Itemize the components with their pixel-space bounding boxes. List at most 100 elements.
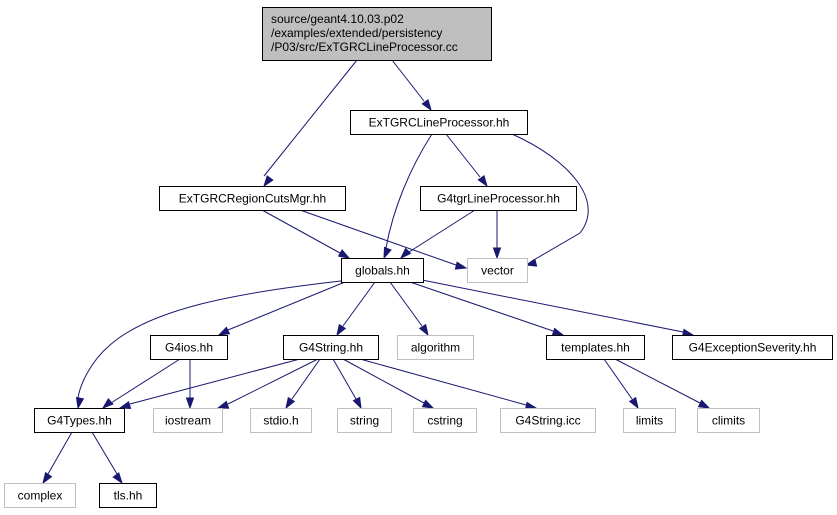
node-g4tgrlineprocessor-hh[interactable]: G4tgrLineProcessor.hh xyxy=(420,186,577,211)
node-box xyxy=(467,258,528,283)
node-box xyxy=(397,335,474,360)
arrowhead-icon xyxy=(216,400,230,409)
arrowhead-icon xyxy=(628,396,639,410)
node-box xyxy=(283,335,379,360)
edge-line xyxy=(385,133,433,249)
edge-line xyxy=(511,133,589,262)
edge-line xyxy=(409,281,554,332)
edge-G4String_hh-to-G4Types_hh xyxy=(118,358,301,410)
edge-G4ios_hh-to-iostream xyxy=(185,359,195,410)
edge-line xyxy=(445,133,481,178)
edges-layer xyxy=(42,59,711,485)
node-label: climits xyxy=(712,414,745,428)
node-box xyxy=(337,408,392,433)
node-box xyxy=(413,408,477,433)
node-g4exceptionseverity-hh[interactable]: G4ExceptionSeverity.hh xyxy=(672,335,833,360)
arrowhead-icon xyxy=(217,326,231,336)
arrowhead-icon xyxy=(418,323,429,337)
node-label: tls.hh xyxy=(114,489,143,503)
edge-globals_hh-to-G4ExceptionSeverity_hh xyxy=(421,279,695,337)
root-node-label-line: /P03/src/ExTGRCLineProcessor.cc xyxy=(271,40,458,54)
edge-G4String_hh-to-string xyxy=(332,358,362,410)
edge-line xyxy=(389,281,423,327)
node-vector: vector xyxy=(467,258,528,283)
node-box xyxy=(672,335,833,360)
edge-G4tgrLineProcessor_hh-to-globals_hh xyxy=(399,209,476,260)
node-box xyxy=(341,258,424,283)
arrowhead-icon xyxy=(118,400,132,410)
node-globals-hh[interactable]: globals.hh xyxy=(341,258,424,283)
arrowhead-icon xyxy=(285,396,296,410)
node-label: ExTGRCRegionCutsMgr.hh xyxy=(179,192,326,206)
node-tls-hh[interactable]: tls.hh xyxy=(99,483,157,508)
node-algorithm: algorithm xyxy=(397,335,474,360)
edge-ExTGRCRegionCutsMgr_hh-to-globals_hh xyxy=(261,209,351,259)
edge-line xyxy=(227,358,319,405)
node-label: stdio.h xyxy=(263,414,298,428)
node-templates-hh[interactable]: templates.hh xyxy=(546,335,645,360)
arrowhead-icon xyxy=(42,471,53,485)
edge-line xyxy=(391,59,425,102)
arrowhead-icon xyxy=(477,174,488,188)
node-complex: complex xyxy=(4,483,76,508)
edge-line xyxy=(359,358,527,406)
arrowhead-icon xyxy=(337,249,351,259)
node-box xyxy=(350,110,528,135)
edge-G4tgrLineProcessor_hh-to-vector xyxy=(492,210,502,260)
node-iostream: iostream xyxy=(153,408,223,433)
edge-line xyxy=(408,209,476,253)
arrowhead-icon xyxy=(551,327,565,336)
node-box xyxy=(697,408,760,433)
node-label: ExTGRCLineProcessor.hh xyxy=(369,116,510,130)
arrowhead-icon xyxy=(492,247,502,260)
arrowhead-icon xyxy=(75,396,85,410)
edge-line xyxy=(291,358,321,400)
node-g4string-icc: G4String.icc xyxy=(500,408,596,433)
node-label: G4ExceptionSeverity.hh xyxy=(689,341,817,355)
edge-line xyxy=(47,431,73,475)
edge-G4ios_hh-to-G4Types_hh xyxy=(101,358,181,409)
node-g4string-hh[interactable]: G4String.hh xyxy=(283,335,379,360)
edge-line xyxy=(342,358,425,404)
node-g4ios-hh[interactable]: G4ios.hh xyxy=(150,335,228,360)
node-g4types-hh[interactable]: G4Types.hh xyxy=(34,408,125,433)
node-label: vector xyxy=(481,264,514,278)
node-box xyxy=(34,408,125,433)
root-node-box xyxy=(262,7,492,61)
node-label: limits xyxy=(636,414,663,428)
node-string: string xyxy=(337,408,392,433)
arrowhead-icon xyxy=(336,323,347,337)
node-box xyxy=(623,408,676,433)
node-limits: limits xyxy=(623,408,676,433)
edge-root-to-ExTGRCLineProcessor_hh xyxy=(391,59,432,112)
edge-line xyxy=(603,358,633,400)
arrowhead-icon xyxy=(524,258,538,267)
edge-line xyxy=(110,358,181,404)
edge-line xyxy=(332,358,357,400)
arrowhead-icon xyxy=(399,247,412,260)
arrowhead-icon xyxy=(185,397,195,410)
edge-G4String_hh-to-cstring xyxy=(342,358,435,409)
arrowhead-icon xyxy=(263,175,274,188)
arrowhead-icon xyxy=(421,98,432,112)
node-label: complex xyxy=(18,489,63,503)
edge-G4String_hh-to-G4String_icc xyxy=(359,358,538,410)
arrowhead-icon xyxy=(697,399,711,409)
node-box xyxy=(500,408,596,433)
arrowhead-icon xyxy=(454,261,468,270)
edge-ExTGRCRegionCutsMgr_hh-to-vector xyxy=(299,209,468,270)
node-extgrcregioncutsmgr-hh[interactable]: ExTGRCRegionCutsMgr.hh xyxy=(159,186,346,211)
edge-line xyxy=(129,358,301,405)
edge-root-to-ExTGRCRegionCutsMgr_hh xyxy=(263,59,358,188)
edge-globals_hh-to-G4Types_hh xyxy=(75,279,351,410)
edge-globals_hh-to-G4String_hh xyxy=(336,281,376,337)
arrowhead-icon xyxy=(383,246,392,260)
edge-line xyxy=(614,358,701,404)
node-extgrclineprocessor-hh[interactable]: ExTGRCLineProcessor.hh xyxy=(350,110,528,135)
edge-line xyxy=(261,209,341,254)
node-label: G4String.icc xyxy=(515,414,580,428)
node-climits: climits xyxy=(697,408,760,433)
edge-line xyxy=(421,279,684,333)
node-box xyxy=(546,335,645,360)
